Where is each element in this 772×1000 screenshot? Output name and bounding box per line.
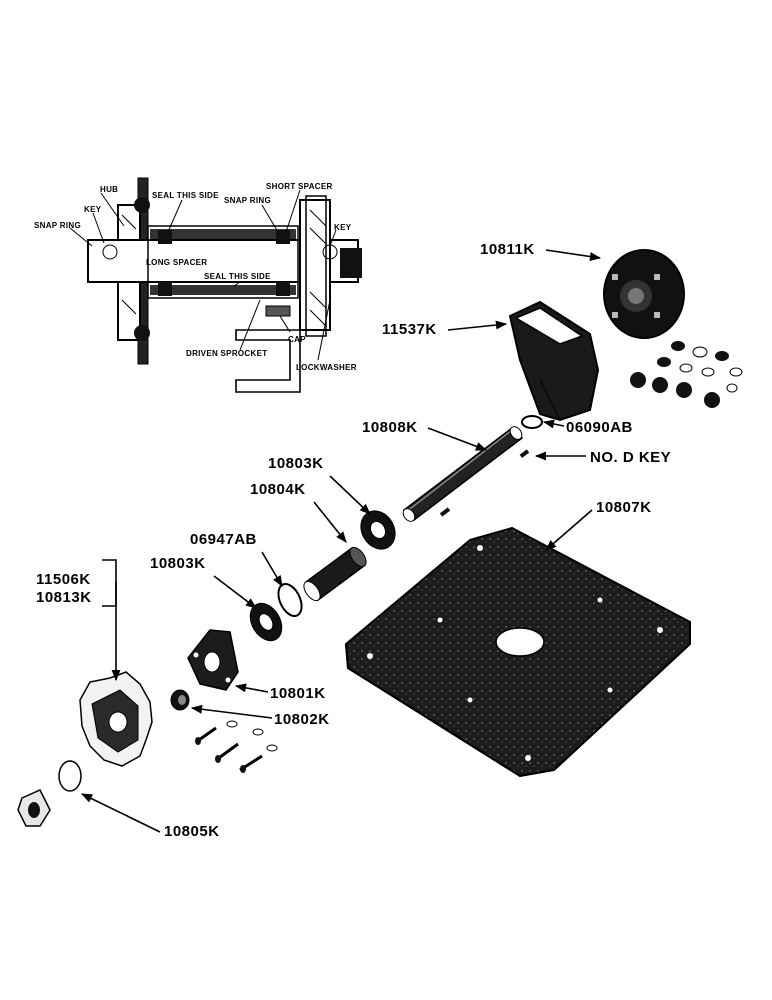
part-10804k-label: 10804K bbox=[250, 481, 306, 498]
collar bbox=[170, 689, 190, 711]
washer-nut bbox=[17, 760, 82, 827]
part-10802k-label: 10802K bbox=[274, 711, 330, 728]
part-11537k-label: 11537K bbox=[382, 321, 437, 338]
cross-section-inset: HUB KEY SNAP RING SEAL THIS SIDE SNAP RI… bbox=[34, 177, 362, 393]
part-10803k-bottom-label: 10803K bbox=[150, 555, 206, 572]
part-06947ab-label: 06947AB bbox=[190, 531, 257, 548]
snap-ring-right-label: SNAP RING bbox=[224, 196, 271, 205]
part-10801k-label: 10801K bbox=[270, 685, 326, 702]
driven-sprocket-label: DRIVEN SPROCKET bbox=[186, 349, 267, 358]
key-right-label: KEY bbox=[334, 223, 352, 232]
spacer-tube bbox=[303, 546, 367, 602]
snap-ring bbox=[277, 583, 303, 617]
part-11506k-label: 11506K bbox=[36, 571, 91, 588]
bearing-top bbox=[360, 510, 396, 550]
part-10803k-top-label: 10803K bbox=[268, 455, 324, 472]
flange-bracket bbox=[187, 629, 239, 691]
callouts: 10811K 11537K 06090AB 10808K NO. D KEY 1… bbox=[36, 241, 671, 840]
bearing-housing bbox=[508, 300, 600, 429]
lockwasher-label: LOCKWASHER bbox=[296, 363, 357, 372]
hub-flange-assembly bbox=[603, 249, 743, 408]
part-10805k-label: 10805K bbox=[164, 823, 220, 840]
shaft bbox=[402, 426, 530, 522]
short-spacer-label: SHORT SPACER bbox=[266, 182, 333, 191]
key-left-label: KEY bbox=[84, 205, 102, 214]
bearing-bottom bbox=[249, 602, 283, 642]
hardware-group bbox=[630, 341, 743, 408]
mounting-plate bbox=[344, 526, 691, 778]
seal-this-side-top-label: SEAL THIS SIDE bbox=[152, 191, 219, 200]
part-10811k-label: 10811K bbox=[480, 241, 535, 258]
part-06090ab-label: 06090AB bbox=[566, 419, 633, 436]
part-10813k-label: 10813K bbox=[36, 589, 92, 606]
snap-ring-left-label: SNAP RING bbox=[34, 221, 81, 230]
part-10807k-label: 10807K bbox=[596, 499, 652, 516]
no-d-key-label: NO. D KEY bbox=[590, 449, 671, 466]
part-10808k-label: 10808K bbox=[362, 419, 418, 436]
hub-label: HUB bbox=[100, 185, 118, 194]
bolts bbox=[195, 720, 278, 773]
seal-this-side-bottom-label: SEAL THIS SIDE bbox=[204, 272, 271, 281]
sprocket bbox=[79, 671, 153, 767]
cap-label: CAP bbox=[288, 335, 306, 344]
long-spacer-label: LONG SPACER bbox=[146, 258, 207, 267]
